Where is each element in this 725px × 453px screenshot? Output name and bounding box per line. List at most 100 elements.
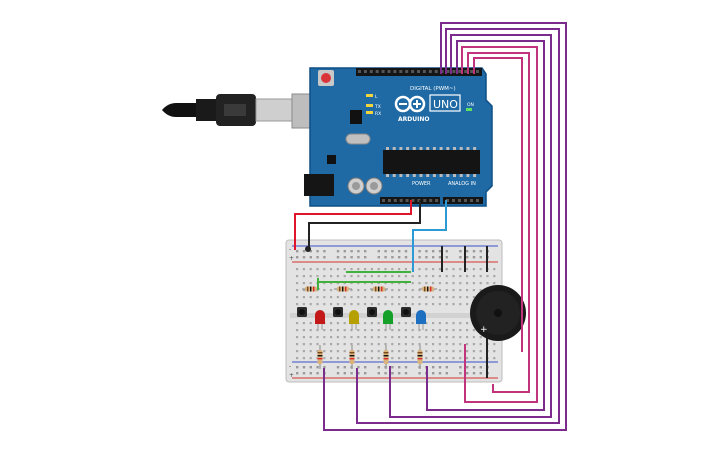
rail-hole bbox=[432, 366, 435, 369]
chip-pin bbox=[432, 174, 436, 177]
rail-hole bbox=[323, 256, 326, 259]
header-socket bbox=[405, 199, 409, 202]
rail-hole bbox=[357, 366, 360, 369]
rail-hole bbox=[404, 372, 408, 375]
rail-hole bbox=[350, 256, 353, 259]
terminal-hole bbox=[459, 268, 462, 271]
led-resistors bbox=[317, 345, 423, 369]
terminal-hole bbox=[302, 350, 305, 353]
terminal-hole bbox=[472, 268, 475, 271]
terminal-hole bbox=[438, 282, 441, 285]
header-socket bbox=[434, 70, 438, 73]
rail-hole bbox=[438, 372, 442, 375]
terminal-hole bbox=[452, 268, 455, 271]
terminal-hole bbox=[404, 268, 407, 271]
terminal-hole bbox=[370, 268, 373, 271]
led-yellow bbox=[349, 310, 359, 330]
terminal-hole bbox=[302, 289, 305, 292]
rail-hole bbox=[459, 256, 462, 259]
terminal-hole bbox=[336, 296, 339, 299]
header-socket bbox=[470, 70, 474, 73]
terminal-hole bbox=[302, 336, 305, 339]
terminal-hole bbox=[391, 350, 394, 353]
chip-pin bbox=[406, 147, 410, 150]
terminal-hole bbox=[377, 336, 380, 339]
terminal-hole bbox=[398, 350, 401, 353]
terminal-hole bbox=[316, 329, 319, 332]
header-socket bbox=[476, 199, 479, 202]
header-socket bbox=[464, 199, 467, 202]
breadboard[interactable]: - + - + bbox=[285, 239, 503, 383]
terminal-hole bbox=[466, 357, 469, 360]
terminal-hole bbox=[323, 282, 326, 285]
terminal-hole bbox=[479, 343, 482, 346]
terminal-hole bbox=[404, 282, 407, 285]
wires bbox=[294, 22, 567, 431]
terminal-hole bbox=[384, 329, 387, 332]
arduino-uno-board[interactable]: DIGITAL (PWM~) L TX RX ARDUINO UNO ON bbox=[304, 67, 493, 207]
terminal-hole bbox=[323, 296, 326, 299]
terminal-hole bbox=[479, 289, 482, 292]
chip-pin bbox=[406, 174, 410, 177]
power-header-label: POWER bbox=[412, 181, 431, 187]
terminal-hole bbox=[425, 275, 428, 278]
terminal-hole bbox=[438, 350, 441, 353]
terminal-hole bbox=[377, 357, 380, 360]
terminal-hole bbox=[343, 282, 346, 285]
terminal-hole bbox=[309, 296, 312, 299]
rail-hole bbox=[459, 366, 462, 369]
resistor bbox=[417, 345, 423, 369]
rail-hole bbox=[309, 366, 312, 369]
resistor bbox=[419, 286, 437, 292]
terminal-hole bbox=[336, 303, 339, 306]
terminal-hole bbox=[309, 336, 312, 339]
terminal-hole bbox=[438, 303, 441, 306]
terminal-hole bbox=[459, 336, 462, 339]
terminal-hole bbox=[411, 350, 414, 353]
terminal-hole bbox=[370, 336, 373, 339]
terminal-hole bbox=[323, 275, 326, 278]
terminal-hole bbox=[391, 336, 394, 339]
terminal-hole bbox=[323, 289, 326, 292]
terminal-hole bbox=[425, 329, 428, 332]
terminal-hole bbox=[404, 329, 407, 332]
rail-hole bbox=[391, 372, 394, 375]
terminal-hole bbox=[459, 329, 462, 332]
terminal-hole bbox=[323, 268, 326, 271]
terminal-hole bbox=[432, 350, 435, 353]
terminal-hole bbox=[350, 275, 353, 278]
terminal-hole bbox=[445, 357, 448, 360]
terminal-hole bbox=[323, 357, 326, 360]
rail-hole bbox=[472, 372, 476, 375]
rail-hole bbox=[377, 250, 380, 253]
rail-hole bbox=[459, 372, 462, 375]
terminal-hole bbox=[357, 275, 360, 278]
terminal-hole bbox=[479, 357, 482, 360]
terminal-hole bbox=[343, 296, 346, 299]
terminal-hole bbox=[432, 268, 435, 271]
rail-hole bbox=[404, 366, 408, 369]
terminal-hole bbox=[370, 282, 373, 285]
pulldown-resistors bbox=[302, 286, 437, 292]
header-socket bbox=[381, 70, 385, 73]
terminal-hole bbox=[316, 303, 319, 306]
wire-digital-7 bbox=[473, 57, 523, 352]
terminal-hole bbox=[330, 357, 333, 360]
chip-pin bbox=[426, 147, 430, 150]
piezo-buzzer[interactable]: + bbox=[470, 285, 526, 341]
header-socket bbox=[382, 199, 385, 202]
rail-hole bbox=[357, 256, 360, 259]
wire-digital-5 bbox=[461, 46, 538, 403]
terminal-hole bbox=[425, 296, 428, 299]
terminal-hole bbox=[302, 282, 305, 285]
terminal-hole bbox=[452, 350, 455, 353]
terminal-hole bbox=[466, 289, 469, 292]
rail-hole bbox=[391, 256, 394, 259]
rail-hole bbox=[432, 256, 435, 259]
terminal-hole bbox=[452, 275, 455, 278]
rail-hole bbox=[316, 250, 319, 253]
terminal-hole bbox=[364, 329, 367, 332]
header-socket bbox=[358, 70, 361, 73]
header-socket bbox=[440, 70, 444, 73]
rail-hole bbox=[438, 256, 442, 259]
